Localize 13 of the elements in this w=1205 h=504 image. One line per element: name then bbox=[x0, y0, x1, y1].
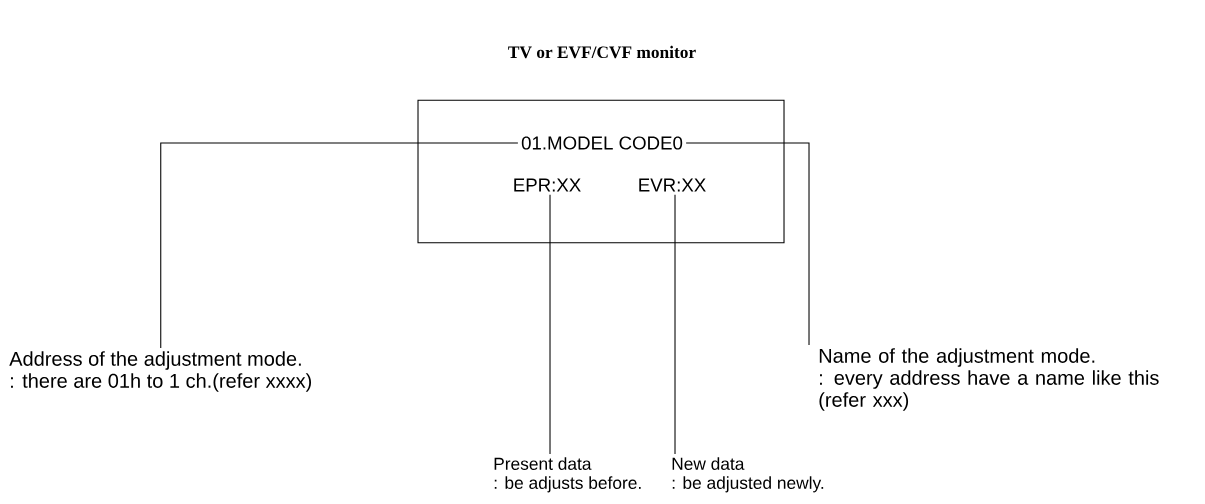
monitor-screen bbox=[417, 99, 785, 244]
leader-line bbox=[674, 194, 676, 455]
annotation-text: Present data : be adjusts before. bbox=[494, 457, 641, 493]
title: TV or EVF/CVF monitor bbox=[508, 45, 696, 59]
leader-line bbox=[685, 142, 810, 346]
leader-line bbox=[549, 194, 551, 455]
screen-text: EVR:XX bbox=[635, 175, 709, 195]
leader-line bbox=[160, 142, 519, 349]
annotation-text: Address of the adjustment mode. : there are 01h to 1 ch.(refer xxxx) bbox=[9, 351, 311, 392]
annotation-text: New data : be adjusted newly. bbox=[672, 457, 824, 493]
screen-text: 01.MODEL CODE0 bbox=[518, 133, 686, 153]
annotation-text: Name of the adjustment mode. : every address have a name like this (refer xxx) bbox=[819, 348, 1159, 411]
screen-text: EPR:XX bbox=[510, 175, 584, 195]
